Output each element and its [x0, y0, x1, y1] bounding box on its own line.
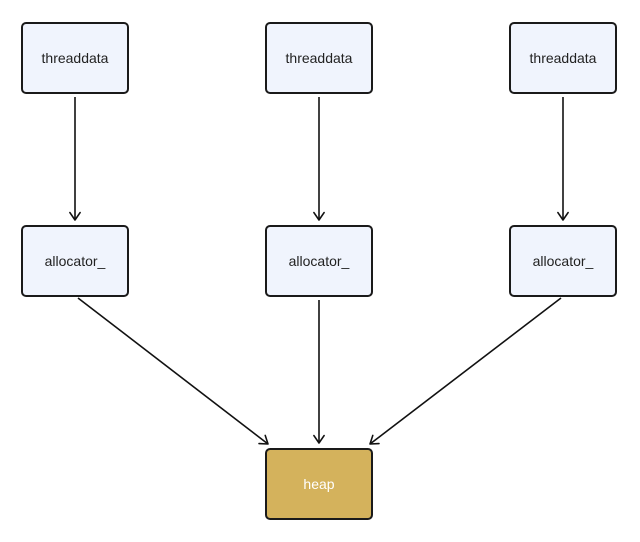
edge-threaddata-3-to-allocator-3	[557, 97, 569, 221]
node-allocator-1: allocator_	[21, 225, 129, 297]
edge-line	[77, 297, 269, 445]
nodes-layer: threaddata threaddata threaddata allocator_…	[21, 22, 617, 520]
node-label: allocator_	[289, 253, 350, 269]
edge-allocator-2-to-heap	[313, 300, 325, 444]
edge-threaddata-1-to-allocator-1	[69, 97, 81, 221]
node-box	[21, 225, 129, 297]
edges-layer	[69, 97, 569, 445]
node-allocator-3: allocator_	[509, 225, 617, 297]
node-box	[265, 448, 373, 520]
node-box	[21, 22, 129, 94]
node-label: threaddata	[42, 50, 109, 66]
node-threaddata-2: threaddata	[265, 22, 373, 94]
node-label: heap	[303, 476, 334, 492]
arrowhead-icon	[313, 434, 325, 444]
node-box	[509, 22, 617, 94]
arrowhead-icon	[313, 211, 325, 221]
node-label: threaddata	[286, 50, 353, 66]
arrowhead-icon	[369, 434, 380, 445]
arrowhead-icon	[69, 211, 81, 221]
node-label: threaddata	[530, 50, 597, 66]
edge-line	[369, 297, 562, 445]
node-heap: heap	[265, 448, 373, 520]
edge-threaddata-2-to-allocator-2	[313, 97, 325, 221]
node-threaddata-1: threaddata	[21, 22, 129, 94]
node-box	[509, 225, 617, 297]
node-allocator-2: allocator_	[265, 225, 373, 297]
node-label: allocator_	[45, 253, 106, 269]
node-box	[265, 225, 373, 297]
node-threaddata-3: threaddata	[509, 22, 617, 94]
edge-allocator-1-to-heap	[77, 297, 269, 445]
node-box	[265, 22, 373, 94]
arrowhead-icon	[258, 434, 269, 445]
edge-allocator-3-to-heap	[369, 297, 562, 445]
arrowhead-icon	[557, 211, 569, 221]
node-label: allocator_	[533, 253, 594, 269]
